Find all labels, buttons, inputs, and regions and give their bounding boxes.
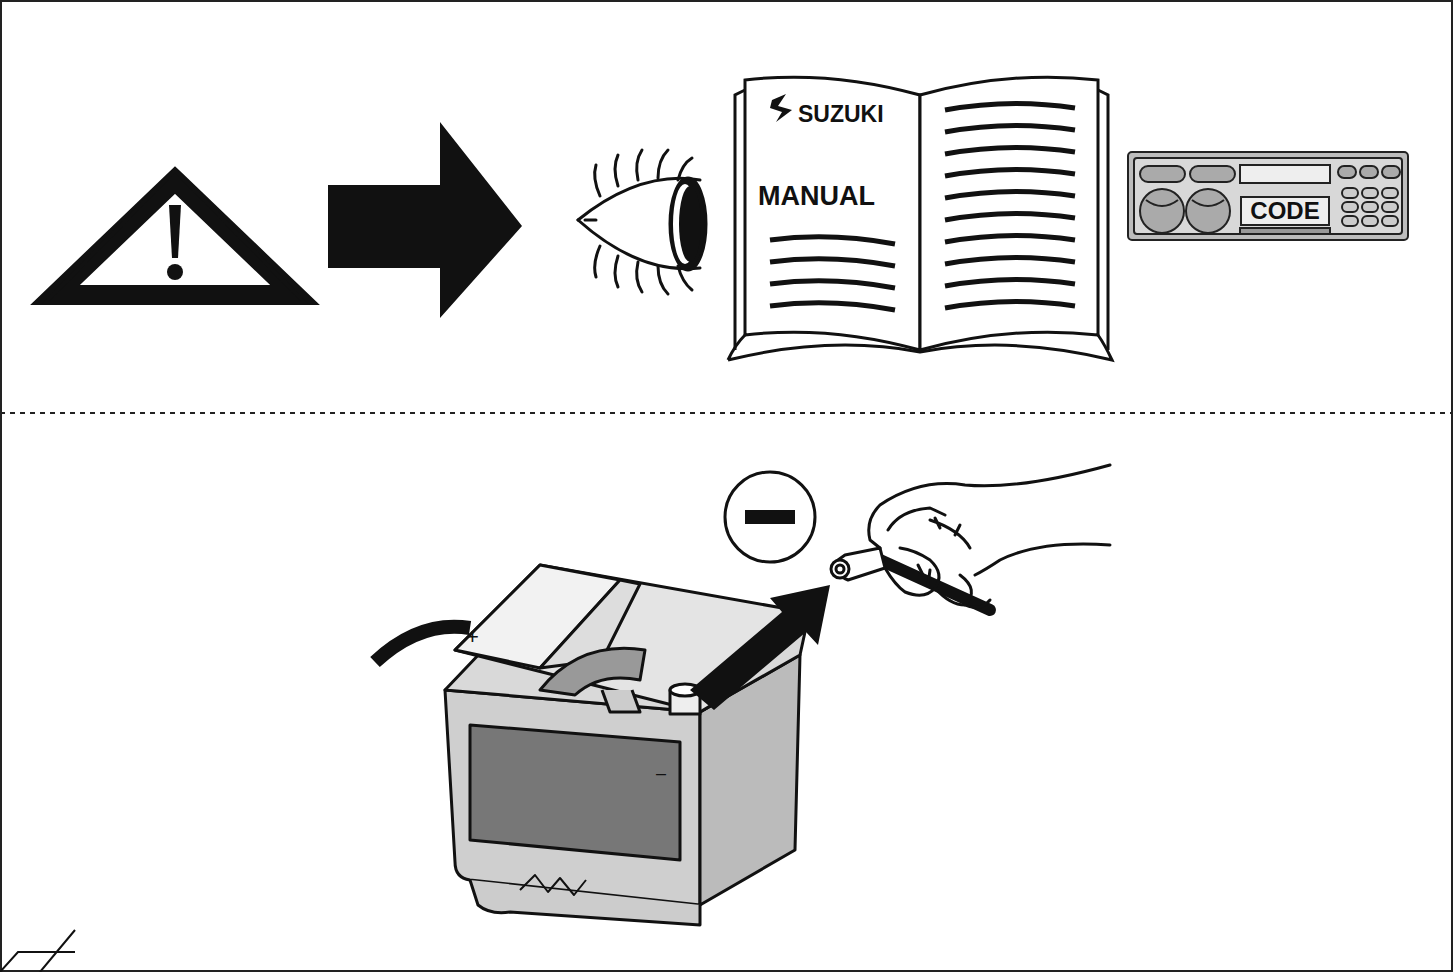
radio-unit	[1128, 152, 1408, 240]
corner-mark	[0, 930, 75, 972]
negative-symbol	[725, 472, 815, 562]
warning-triangle	[45, 170, 305, 303]
manual-title: MANUAL	[758, 183, 875, 210]
eye-symbol	[578, 150, 706, 294]
manual-book	[728, 77, 1112, 360]
code-display: CODE	[1240, 196, 1330, 226]
dashed-separator	[0, 412, 1453, 414]
box-text: CODE	[1250, 199, 1319, 223]
hand-with-terminal	[831, 465, 1110, 610]
negative-mark: –	[656, 764, 666, 782]
battery	[375, 565, 805, 925]
brand-text: SUZUKI	[798, 103, 884, 126]
right-arrow	[328, 122, 522, 318]
disconnect-arrow	[690, 585, 830, 710]
positive-mark: +	[466, 626, 479, 648]
